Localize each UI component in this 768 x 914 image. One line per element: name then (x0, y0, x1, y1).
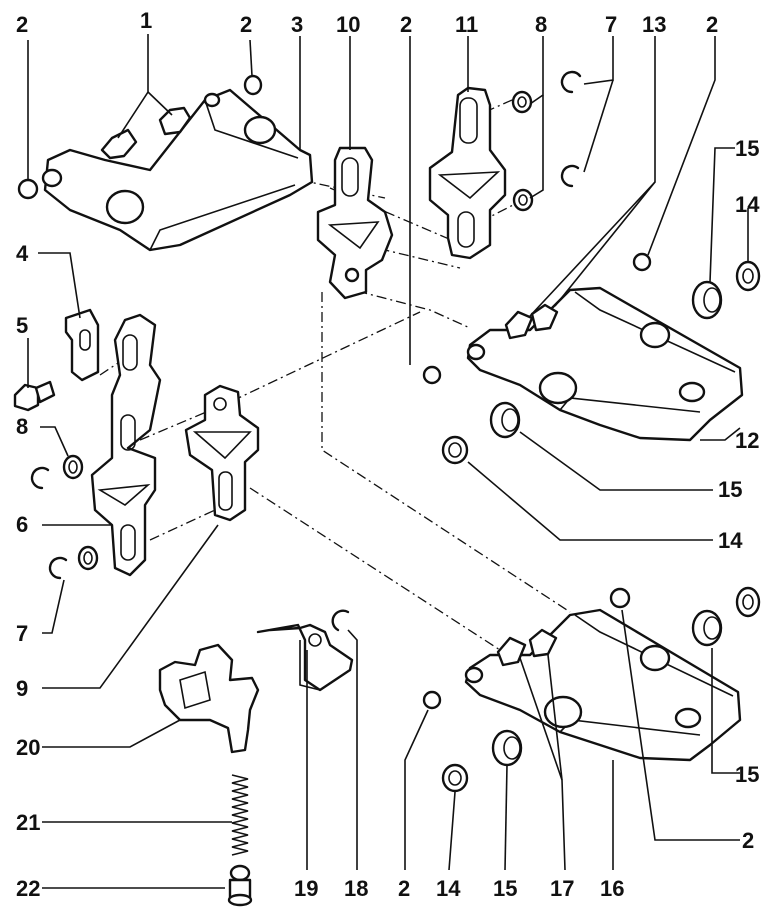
circlip-7-left (30, 466, 68, 580)
callout-1: 1 (140, 8, 152, 33)
callout-14: 14 (436, 876, 461, 901)
spring-21 (231, 774, 249, 856)
callout-16: 16 (600, 876, 624, 901)
pin-pair-top (100, 106, 192, 160)
callout-9: 9 (16, 676, 28, 701)
nut-14-lower (441, 586, 761, 793)
callout-5: 5 (16, 313, 28, 338)
callout-3: 3 (291, 12, 303, 37)
selector-finger-20 (158, 643, 260, 754)
callout-7: 7 (605, 12, 617, 37)
circlip-7-top (560, 70, 582, 188)
assembly-lines (99, 99, 571, 651)
callout-10: 10 (336, 12, 360, 37)
callout-21: 21 (16, 810, 40, 835)
callout-20: 20 (16, 735, 40, 760)
callout-2: 2 (240, 12, 252, 37)
washer-8-left (62, 454, 99, 571)
selector-frame-top (41, 88, 314, 252)
callout-15: 15 (493, 876, 517, 901)
callout-14: 14 (718, 528, 743, 553)
callout-labels: 2 1 2 3 10 2 11 8 7 13 2 15 14 4 5 8 12 … (16, 8, 760, 901)
bolt-5 (13, 380, 56, 412)
callout-7: 7 (16, 621, 28, 646)
washer-2-set (17, 74, 652, 710)
callout-13: 13 (642, 12, 666, 37)
callout-2: 2 (742, 828, 754, 853)
callout-8: 8 (16, 414, 28, 439)
callout-4: 4 (16, 241, 29, 266)
callout-17: 17 (550, 876, 574, 901)
bushing-15-upper (489, 280, 723, 439)
callout-22: 22 (16, 876, 40, 901)
circlip-18 (331, 609, 350, 632)
bracket-19 (256, 623, 354, 692)
plate-6 (90, 313, 162, 577)
plunger-22 (227, 864, 253, 907)
callout-15: 15 (735, 762, 759, 787)
callout-12: 12 (735, 428, 759, 453)
callout-15: 15 (735, 136, 759, 161)
selector-frame-12 (466, 286, 744, 442)
callout-11: 11 (455, 12, 478, 37)
washer-8-top (511, 90, 534, 212)
callout-2: 2 (16, 12, 28, 37)
bracket-4 (64, 308, 100, 382)
callout-14: 14 (735, 192, 760, 217)
plate-10 (316, 146, 394, 300)
selector-frame-16 (464, 608, 742, 762)
callout-15: 15 (718, 477, 742, 502)
callout-6: 6 (16, 512, 28, 537)
callout-8: 8 (535, 12, 547, 37)
callout-2: 2 (706, 12, 718, 37)
callout-2: 2 (398, 876, 410, 901)
plate-11 (428, 86, 507, 260)
plate-9 (184, 384, 260, 522)
leader-lines (27, 34, 749, 889)
callout-2: 2 (400, 12, 412, 37)
callout-19: 19 (294, 876, 318, 901)
callout-18: 18 (344, 876, 368, 901)
